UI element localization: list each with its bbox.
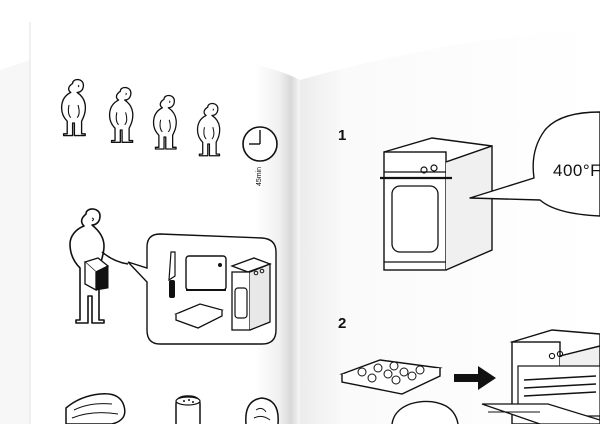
baking-tray-icon [174,303,224,329]
bread-icon [245,397,279,424]
oven-open-icon [481,329,600,424]
oven-icon [230,257,272,331]
arrow-right-icon [454,366,496,390]
salmon-icon [65,393,126,424]
cutting-board-icon [185,255,227,291]
salt-shaker-icon [175,395,201,424]
step-1-oven-icon [380,137,493,271]
temperature-label: 400°F [553,161,600,180]
step-2-number: 2 [338,315,347,332]
step-1-number: 1 [338,127,347,144]
step-2-tray-icon [339,359,443,395]
left-page [0,22,300,424]
reading-panel [127,233,277,345]
book-icon [83,257,110,292]
person-reading-icon [69,208,129,324]
speech-bubble-icon [469,111,600,217]
step-2-bubble-edge [391,400,459,424]
timer-label: 45min [256,166,263,186]
clock-icon [242,126,278,162]
knife-icon [168,251,176,298]
